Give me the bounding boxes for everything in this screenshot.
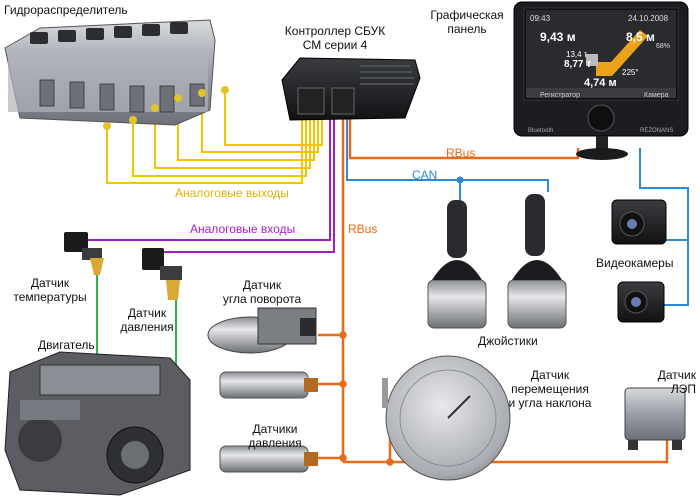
label-panel-line2: панель — [447, 22, 487, 36]
label-joysticks: Джойстики — [478, 334, 538, 348]
screen-time: 09:43 — [530, 14, 551, 23]
label-pressure-sensors: Датчики давления — [240, 422, 310, 450]
label-move-line3: и угла наклона — [508, 396, 592, 410]
can-wires — [346, 118, 549, 200]
screen-btn-right: Камера — [644, 92, 669, 99]
camera-2 — [617, 281, 665, 323]
label-angle-line2: угла поворота — [222, 292, 302, 306]
panel-brand-left: Bluetooth — [528, 128, 554, 134]
label-angle-line1: Датчик — [242, 278, 282, 292]
label-can: CAN — [412, 168, 438, 182]
label-temp-sensor: Датчик температуры — [4, 276, 96, 304]
screen-btn-left: Регистратор — [540, 92, 580, 99]
joystick-2 — [507, 194, 567, 329]
temperature-sensor — [64, 232, 104, 275]
camera-1 — [611, 199, 667, 245]
screen-reading-1: 9,43 м — [540, 30, 576, 44]
joystick-1 — [427, 200, 487, 329]
label-cameras: Видеокамеры — [596, 256, 674, 270]
pressure-sensor-cylinder-2 — [219, 445, 318, 473]
screen-reading-3: 13,4 т — [566, 50, 588, 59]
label-rbus-top: RBus — [446, 146, 476, 160]
label-move-line2: перемещения — [511, 382, 589, 396]
screen-angle: 225° — [622, 68, 639, 77]
screen-reading-5: 4,74 м — [584, 77, 617, 89]
screen-reading-2: 8,5 м — [626, 30, 655, 44]
hydraulic-valve — [4, 19, 229, 130]
label-controller: Контроллер СБУК СМ серии 4 — [272, 24, 398, 52]
screen-percent: 68% — [656, 43, 671, 50]
displacement-tilt-sensor — [382, 355, 511, 481]
label-controller-line1: Контроллер СБУК — [284, 24, 386, 38]
label-engine: Двигатель — [38, 338, 95, 352]
label-press-line2: давления — [120, 320, 174, 334]
screen-date: 24.10.2008 — [628, 14, 669, 23]
controller-box — [281, 57, 421, 121]
label-panel: Графическая панель — [424, 8, 510, 36]
panel-brand-right: REZONANS — [640, 128, 674, 134]
label-valve: Гидрораспределитель — [4, 3, 128, 17]
rotation-angle-sensor — [207, 307, 317, 354]
label-pressures-line1: Датчики — [252, 422, 298, 436]
label-temp-line2: температуры — [13, 290, 87, 304]
camera-wires — [639, 148, 689, 306]
label-displacement-sensor: Датчик перемещения и угла наклона — [500, 368, 600, 410]
label-move-line1: Датчик — [530, 368, 570, 382]
analog-output-wires — [106, 92, 323, 184]
label-panel-line1: Графическая — [430, 8, 504, 22]
pressure-sensor — [142, 248, 182, 300]
label-lep-line2: ЛЭП — [670, 382, 696, 396]
label-temp-line1: Датчик — [30, 276, 70, 290]
label-lep-line1: Датчик — [657, 368, 696, 382]
label-pressure-sensor: Датчик давления — [114, 306, 180, 334]
screen-reading-4: 8,77 т — [564, 59, 592, 70]
engine — [4, 351, 191, 496]
graphic-panel — [513, 1, 689, 160]
label-rbus-vertical: RBus — [348, 222, 378, 236]
pressure-sensor-cylinder-1 — [219, 371, 318, 399]
label-press-line1: Датчик — [127, 306, 167, 320]
label-pressures-line2: давления — [248, 436, 302, 450]
label-analog-outputs: Аналоговые выходы — [175, 186, 289, 200]
label-analog-inputs: Аналоговые входы — [190, 222, 296, 236]
label-angle-sensor: Датчик угла поворота — [212, 278, 312, 306]
label-controller-line2: СМ серии 4 — [302, 38, 368, 52]
lep-sensor — [624, 387, 686, 450]
label-lep-sensor: Датчик ЛЭП — [626, 368, 696, 396]
